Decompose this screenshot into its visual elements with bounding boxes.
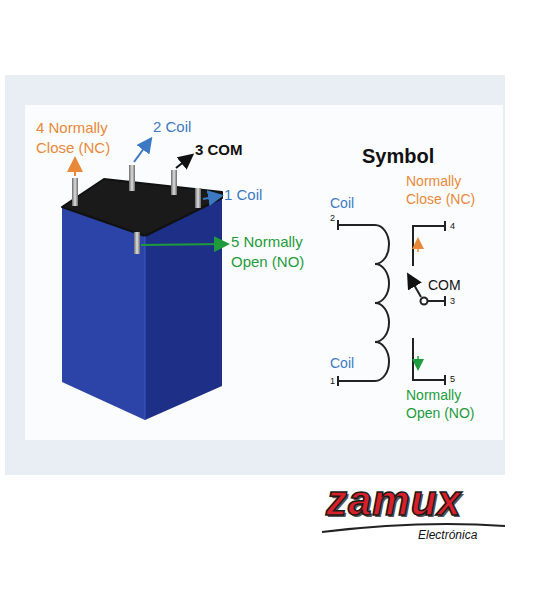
coil-wire [338, 380, 375, 382]
pin-callout: 1 Coil [224, 185, 262, 205]
relay-edge [145, 236, 146, 420]
logo-text: zamux [326, 480, 462, 522]
terminal-tick [444, 375, 446, 385]
leader-line [134, 140, 150, 162]
terminal-tick [337, 376, 339, 386]
pin-number: 5 [450, 374, 455, 386]
coil-symbol [375, 225, 389, 381]
outer-panel [5, 75, 505, 475]
nc-contact [413, 226, 445, 266]
relay-top-face [62, 179, 222, 236]
pin-callout: 2 Coil [153, 117, 191, 137]
pin-3 [171, 170, 177, 195]
coil-wire [338, 224, 375, 226]
pin-callout: 5 Normally Open (NO) [231, 232, 331, 271]
leader-line [203, 196, 220, 199]
nc-pointer [417, 240, 419, 252]
symbol-title: Symbol [362, 143, 434, 169]
pin-number: 1 [330, 376, 335, 388]
leader-line [74, 160, 76, 176]
coil-label: Coil [330, 194, 354, 212]
pin-number: 2 [330, 213, 335, 225]
pin-number: 3 [450, 296, 455, 308]
no-contact [413, 338, 445, 380]
contact-label: Normally Close (NC) [406, 172, 488, 208]
com-wire [428, 300, 445, 302]
terminal-tick [444, 296, 446, 306]
terminal-tick [444, 221, 446, 231]
leader-line [141, 244, 226, 245]
pin-1 [195, 188, 201, 208]
logo-subtitle: Electrónica [418, 528, 477, 544]
pin-callout: 3 COM [195, 140, 243, 160]
pin-callout: 4 Normally Close (NC) [36, 118, 126, 157]
pin-2 [129, 165, 135, 191]
pin-5 [134, 232, 140, 254]
inner-panel [25, 105, 503, 440]
leader-line [176, 156, 191, 168]
switch-blade [409, 276, 421, 297]
terminal-tick [337, 220, 339, 230]
com-pivot [421, 298, 428, 305]
pin-number: 4 [450, 221, 455, 233]
no-pointer [417, 356, 419, 368]
coil-label: Coil [330, 354, 354, 372]
relay-front-face [62, 207, 145, 420]
logo-swoosh [322, 524, 505, 532]
contact-label: Normally Open (NO) [406, 386, 488, 422]
pin-4 [72, 178, 78, 206]
contact-label: COM [428, 276, 461, 294]
